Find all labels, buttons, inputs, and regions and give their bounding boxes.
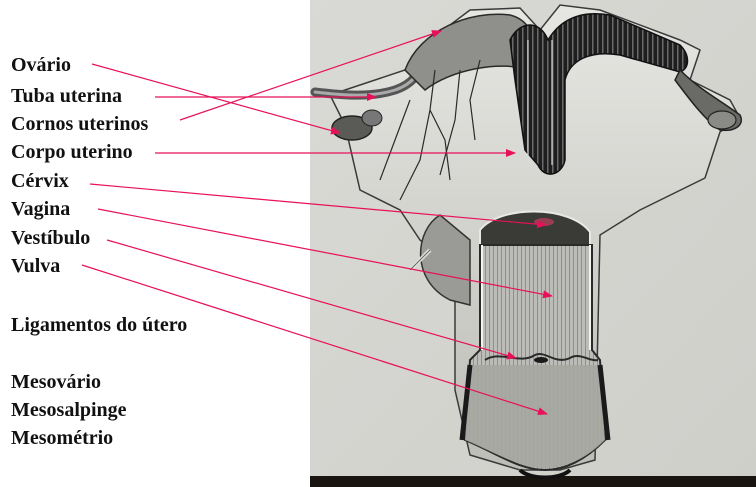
label-cervix: Cérvix (11, 170, 69, 192)
photo-bottom-band (310, 476, 756, 487)
right-ovary (707, 110, 737, 130)
label-tuba-uterina: Tuba uterina (11, 85, 122, 107)
leader-vulva (81, 264, 548, 416)
leader-cornos-uterinos (179, 30, 442, 121)
blood-vessels (379, 59, 481, 201)
label-cornos-uterinos: Cornos uterinos (11, 113, 149, 135)
leader-vestibulo (106, 239, 517, 360)
label-vestibulo: Vestíbulo (11, 227, 91, 249)
label-vagina: Vagina (11, 198, 71, 220)
label-vulva: Vulva (11, 255, 61, 277)
label-corpo-uterino: Corpo uterino (11, 141, 133, 163)
leader-vagina (97, 208, 553, 299)
vulva-region (465, 365, 605, 468)
heading-ligamentos: Ligamentos do útero (11, 314, 188, 336)
label-ovario: Ovário (11, 54, 71, 76)
label-mesovario: Mesovário (11, 371, 101, 393)
uterine-body-muscle (509, 13, 689, 175)
label-mesosalpinge: Mesosalpinge (11, 399, 127, 421)
bladder (419, 214, 471, 306)
label-mesometrio: Mesométrio (11, 427, 114, 449)
leader-cervix (89, 183, 547, 229)
leader-ovario (91, 63, 341, 135)
